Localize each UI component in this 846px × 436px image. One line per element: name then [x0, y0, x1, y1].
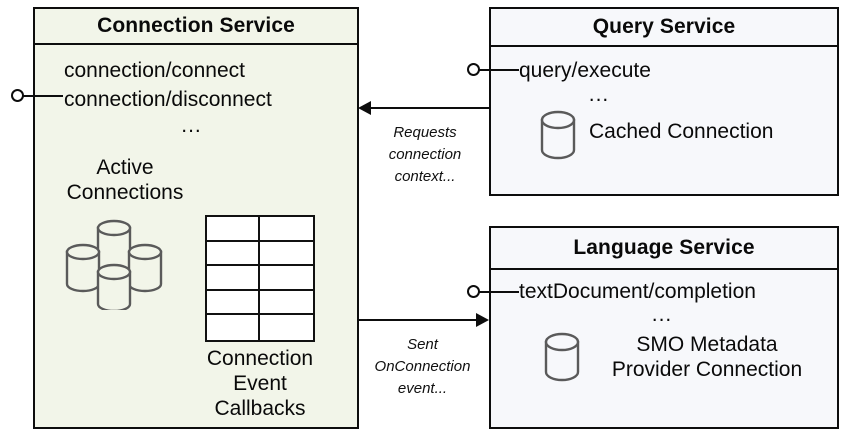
edge-label-line2: connection	[388, 146, 462, 163]
edge-query-to-connection-line	[370, 107, 489, 109]
database-cluster-icon	[57, 210, 187, 315]
query-service-api-list: query/execute	[519, 56, 651, 85]
connection-service-api-ellipsis: ...	[181, 114, 202, 137]
edge-label-line2: OnConnection	[374, 358, 471, 375]
table-cell	[207, 217, 260, 242]
resource-label-line2: Provider Connection	[611, 358, 803, 381]
api-connection-connect: connection/connect	[64, 59, 245, 82]
edge-connection-to-language-line	[359, 319, 477, 321]
edge-label-line1: Requests	[393, 124, 457, 141]
edge-label-line1: Sent	[407, 336, 438, 353]
active-connections-label-line1: Active	[96, 156, 154, 179]
query-service-body: query/execute ... Cached Connection	[491, 47, 837, 194]
table-cell	[207, 241, 260, 267]
connection-service-interface-line	[23, 95, 63, 97]
database-icon	[543, 331, 581, 383]
api-connection-disconnect: connection/disconnect	[64, 88, 272, 111]
query-service-title: Query Service	[491, 9, 837, 47]
table-cell	[260, 241, 313, 267]
component-connection-service[interactable]: Connection Service connection/connect co…	[33, 7, 359, 429]
language-service-interface-line	[479, 291, 519, 293]
database-icon	[539, 109, 577, 161]
query-service-api-ellipsis: ...	[588, 83, 610, 106]
table-grid-icon	[205, 215, 315, 342]
table-cell	[260, 217, 313, 242]
connection-event-callbacks-label: Connection Event Callbacks	[190, 346, 330, 421]
table-cell	[207, 290, 260, 316]
language-service-api-ellipsis: ...	[651, 303, 673, 326]
edge-connection-to-language-arrowhead	[476, 313, 489, 327]
callbacks-label-line1: Connection	[206, 347, 314, 370]
table-cell	[207, 315, 260, 340]
edge-query-to-connection-label: Requests connection context...	[360, 122, 490, 188]
api-textdocument-completion: textDocument/completion	[519, 280, 756, 303]
table-cell	[260, 266, 313, 291]
active-connections-label-line2: Connections	[66, 181, 184, 204]
connection-service-lollipop-interface-icon[interactable]	[11, 89, 24, 102]
query-service-lollipop-interface-icon[interactable]	[467, 63, 480, 76]
edge-label-line3: context...	[394, 168, 456, 185]
connection-service-title: Connection Service	[35, 9, 357, 45]
language-service-title: Language Service	[491, 228, 837, 270]
smo-metadata-provider-connection-label: SMO Metadata Provider Connection	[591, 332, 823, 382]
table-cell	[207, 266, 260, 291]
component-query-service[interactable]: Query Service query/execute ... Cached C…	[489, 7, 839, 196]
language-service-lollipop-interface-icon[interactable]	[467, 285, 480, 298]
language-service-api-list: textDocument/completion	[519, 277, 756, 306]
language-service-body: textDocument/completion ... SMO Metadata…	[491, 270, 837, 427]
active-connections-label: Active Connections	[45, 155, 205, 205]
table-cell	[260, 290, 313, 316]
resource-label-line1: SMO Metadata	[636, 333, 778, 356]
edge-query-to-connection-arrowhead	[358, 101, 371, 115]
edge-connection-to-language-label: Sent OnConnection event...	[355, 334, 490, 400]
query-service-interface-line	[479, 69, 519, 71]
callbacks-label-line3: Callbacks	[214, 397, 306, 420]
callbacks-label-line2: Event	[233, 372, 287, 395]
table-cell	[260, 315, 313, 340]
component-language-service[interactable]: Language Service textDocument/completion…	[489, 226, 839, 429]
api-query-execute: query/execute	[519, 59, 651, 82]
connection-service-body: connection/connect connection/disconnect…	[35, 45, 357, 427]
connection-service-api-list: connection/connect connection/disconnect	[64, 56, 272, 114]
edge-label-line3: event...	[397, 380, 448, 397]
cached-connection-label: Cached Connection	[589, 120, 774, 143]
